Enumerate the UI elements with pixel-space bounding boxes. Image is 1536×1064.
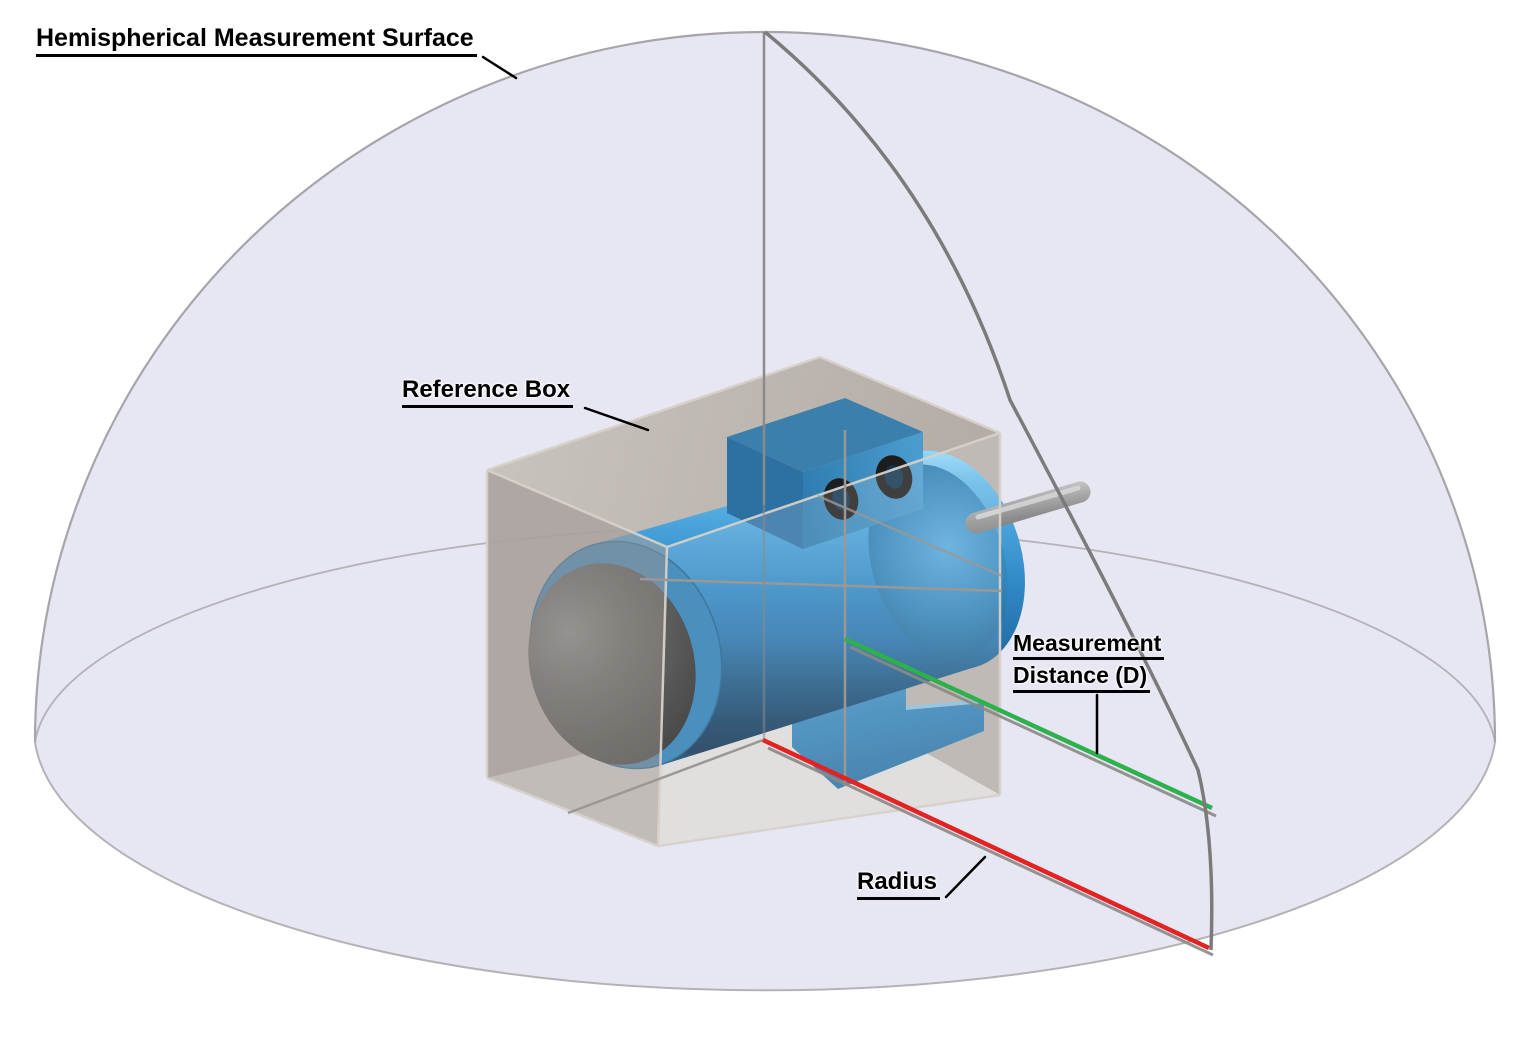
reference-box-label-text: Reference Box: [402, 376, 574, 408]
hemispherical-surface-label-text: Hemispherical Measurement Surface: [36, 24, 477, 57]
measurement-distance-label: Measurement Distance (D): [1013, 630, 1165, 695]
terminal-box-top: [727, 398, 923, 472]
reference-box-front: [485, 355, 1002, 848]
reference-box-label: Reference Box: [402, 376, 574, 408]
construction-lines: [567, 430, 1003, 815]
hemispherical-surface-label: Hemispherical Measurement Surface: [36, 24, 477, 57]
meridian-arc: [763, 30, 1214, 951]
box-edges: [485, 355, 1002, 848]
horizontal-trace-line: [639, 577, 1003, 593]
leader-lines: [481, 55, 1099, 899]
hemisphere-base-front-edge: [34, 741, 1496, 992]
measurement-distance-label-line2: Distance (D): [1013, 662, 1151, 693]
measurement-distance-label-line1: Measurement: [1013, 630, 1165, 661]
box-front-wall: [658, 433, 1000, 846]
measurement-distance-shadow: [849, 645, 1217, 818]
measurement-distance-line: [844, 636, 1213, 811]
box-left-wall: [487, 470, 667, 846]
radius-shadow: [767, 746, 1214, 957]
radius-label-text: Radius: [857, 868, 941, 900]
line-shadows: [767, 645, 1217, 957]
title-leader-line: [481, 55, 518, 80]
radius-leader-line: [944, 855, 987, 899]
diagonal-trace-line: [817, 494, 1003, 578]
radius-line: [762, 737, 1210, 951]
radius-label: Radius: [857, 868, 941, 900]
floor-trace-line: [567, 738, 764, 815]
reference-box-leader-line: [583, 406, 650, 432]
